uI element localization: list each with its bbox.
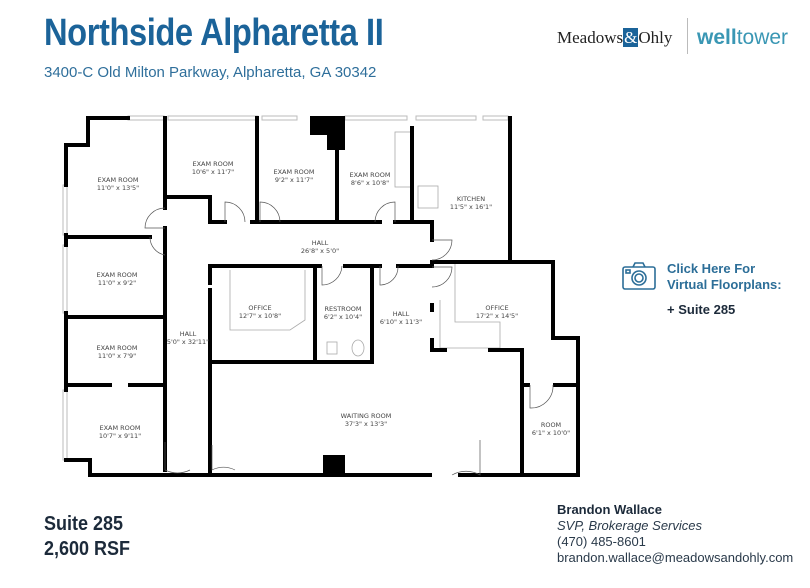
logo-text: tower: [736, 26, 789, 49]
logo-text: well: [697, 26, 737, 49]
link-text[interactable]: Click Here For: [667, 261, 756, 276]
room-name: WAITING ROOM: [341, 412, 392, 420]
welltower-logo: welltower: [697, 26, 788, 50]
room-size: 10'7" x 9'11": [99, 432, 141, 440]
room-size: 5'0" x 32'11": [167, 338, 209, 346]
room-name: HALL: [393, 310, 410, 318]
room-name: RESTROOM: [324, 305, 361, 313]
room-name: EXAM ROOM: [96, 271, 137, 279]
logo-ampersand: &: [623, 28, 639, 47]
camera-icon[interactable]: [622, 261, 656, 291]
room-name: EXAM ROOM: [99, 424, 140, 432]
room-name: EXAM ROOM: [273, 168, 314, 176]
room-name: EXAM ROOM: [349, 171, 390, 179]
room-name: ROOM: [541, 421, 561, 429]
logo-text: Ohly: [638, 28, 673, 47]
suite-name: Suite 285: [44, 513, 124, 535]
room-size: 12'7" x 10'8": [239, 312, 281, 320]
contact-block: Brandon Wallace SVP, Brokerage Services …: [557, 502, 793, 566]
suite-285-link[interactable]: + Suite 285: [667, 302, 736, 317]
room-size: 11'5" x 16'1": [450, 203, 492, 211]
page-title: Northside Alpharetta II: [44, 12, 384, 54]
link-text[interactable]: Virtual Floorplans:: [667, 277, 782, 292]
structural-columns: [290, 116, 345, 475]
suite-info: Suite 285 2,600 RSF: [44, 512, 130, 562]
room-size: 9'2" x 11'7": [275, 176, 313, 184]
room-size: 6'1" x 10'0": [532, 429, 570, 437]
room-size: 6'2" x 10'4": [324, 313, 362, 321]
meadows-ohly-logo: Meadows&Ohly: [557, 28, 672, 48]
logo-text: Meadows: [557, 28, 624, 47]
room-size: 10'6" x 11'7": [192, 168, 234, 176]
room-name: EXAM ROOM: [97, 176, 138, 184]
room-size: 8'6" x 10'8": [351, 179, 389, 187]
room-name: HALL: [312, 239, 329, 247]
property-address: 3400-C Old Milton Parkway, Alpharetta, G…: [44, 64, 377, 81]
room-size: 11'0" x 13'5": [97, 184, 139, 192]
fixtures: [229, 131, 501, 357]
contact-email[interactable]: brandon.wallace@meadowsandohly.com: [557, 550, 794, 565]
contact-name: Brandon Wallace: [557, 502, 662, 517]
room-name: HALL: [180, 330, 197, 338]
walls: [64, 116, 580, 477]
suite-area: 2,600 RSF: [44, 538, 131, 560]
room-name: EXAM ROOM: [192, 160, 233, 168]
contact-role: SVP, Brokerage Services: [557, 518, 702, 533]
room-name: OFFICE: [248, 304, 271, 312]
room-name: OFFICE: [485, 304, 508, 312]
room-size: 26'8" x 5'0": [301, 247, 339, 255]
doors: [144, 201, 554, 476]
contact-phone[interactable]: (470) 485-8601: [557, 534, 646, 549]
room-size: 11'0" x 7'9": [98, 352, 136, 360]
room-size: 11'0" x 9'2": [98, 279, 136, 287]
logo-divider: [687, 18, 688, 54]
room-name: EXAM ROOM: [96, 344, 137, 352]
room-size: 6'10" x 11'3": [380, 318, 422, 326]
room-size: 37'3" x 13'3": [345, 420, 387, 428]
room-name: KITCHEN: [457, 195, 485, 203]
room-size: 17'2" x 14'5": [476, 312, 518, 320]
